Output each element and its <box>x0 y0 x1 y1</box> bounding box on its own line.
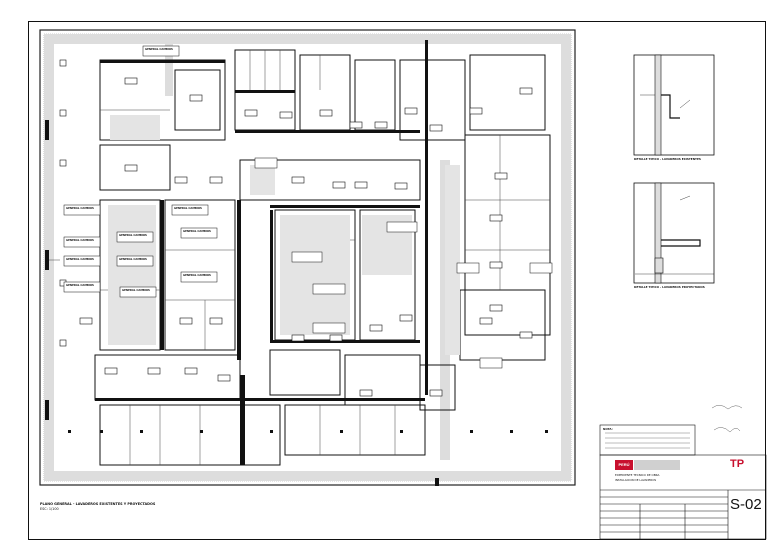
ministry-logo <box>634 460 680 470</box>
svg-text:GENERAL CAMBIOS: GENERAL CAMBIOS <box>183 229 211 233</box>
svg-text:GENERAL CAMBIOS: GENERAL CAMBIOS <box>66 238 94 242</box>
signatures <box>711 405 743 433</box>
sheet-number: S-02 <box>730 496 762 513</box>
room-label-text: GENERAL CAMBIOS GENERAL CAMBIOS GENERAL … <box>66 47 211 292</box>
svg-text:GENERAL CAMBIOS: GENERAL CAMBIOS <box>174 206 202 210</box>
notes-title: NOTA: <box>603 427 613 431</box>
svg-text:GENERAL CAMBIOS: GENERAL CAMBIOS <box>66 283 94 287</box>
detail-1-caption: DETALLE TIPICO - LAVADEROS EXISTENTES <box>634 157 701 161</box>
plan-walls <box>94 49 551 466</box>
peru-logo: PERÚ <box>615 460 633 470</box>
column-markers <box>45 120 548 486</box>
svg-text:GENERAL CAMBIOS: GENERAL CAMBIOS <box>122 288 150 292</box>
tp-logo: TP <box>730 458 745 470</box>
svg-text:GENERAL CAMBIOS: GENERAL CAMBIOS <box>66 257 94 261</box>
fixture-tags <box>59 59 533 397</box>
main-plan-scale: ESC: 1/100 <box>40 507 59 511</box>
project-line-2: INSTALACION DE LAVADEROS <box>615 478 657 482</box>
svg-text:GENERAL CAMBIOS: GENERAL CAMBIOS <box>119 257 147 261</box>
detail-2 <box>633 182 715 284</box>
thick-walls <box>95 40 428 465</box>
detail-2-caption: DETALLE TIPICO - LAVADEROS PROYECTADOS <box>634 285 705 289</box>
plan-outline <box>39 29 576 486</box>
notes-box <box>599 424 696 456</box>
room-label-boxes <box>63 45 553 369</box>
svg-text:GENERAL CAMBIOS: GENERAL CAMBIOS <box>119 233 147 237</box>
title-block <box>599 454 767 540</box>
detail-1 <box>633 54 715 156</box>
svg-text:GENERAL CAMBIOS: GENERAL CAMBIOS <box>145 47 173 51</box>
svg-text:GENERAL CAMBIOS: GENERAL CAMBIOS <box>66 206 94 210</box>
sheet-frame <box>28 21 766 540</box>
main-plan-caption: PLANO GENERAL - LAVADEROS EXISTENTES Y P… <box>40 502 156 506</box>
project-line-1: EXPEDIENTE TECNICO DE OBRA <box>615 473 660 477</box>
svg-text:GENERAL CAMBIOS: GENERAL CAMBIOS <box>183 273 211 277</box>
